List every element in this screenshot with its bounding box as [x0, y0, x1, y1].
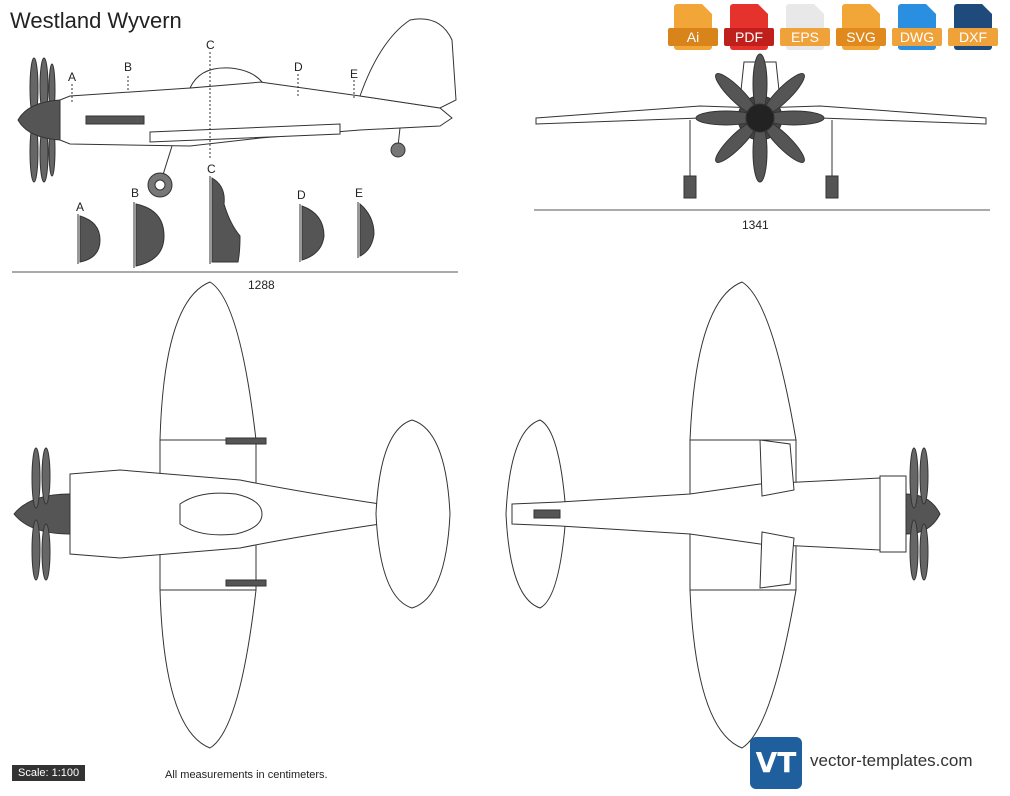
brand-link[interactable]: VT vector-templates.com	[750, 737, 1006, 791]
measurement-note: All measurements in centimeters.	[165, 769, 328, 781]
format-svg-button[interactable]: SVG	[836, 4, 886, 52]
section-label-b: B	[131, 186, 140, 200]
page-title: Westland Wyvern	[10, 8, 182, 33]
side-view	[17, 18, 457, 198]
front-view	[535, 53, 987, 199]
format-dwg-button[interactable]: DWG	[892, 4, 942, 52]
format-badges: Ai PDF EPS SVG DWG DXF	[668, 4, 1006, 54]
section-label-d: D	[297, 188, 306, 202]
side-station-a: A	[68, 70, 77, 84]
side-station-e: E	[350, 67, 359, 81]
top-view	[13, 281, 451, 749]
format-pdf-button[interactable]: PDF	[724, 4, 774, 52]
section-label-a: A	[76, 200, 85, 214]
bottom-propeller	[909, 447, 929, 581]
vt-logo-icon: VT	[750, 737, 802, 789]
brand-site-text: vector-templates.com	[810, 751, 973, 770]
format-dxf-button[interactable]: DXF	[948, 4, 998, 52]
top-propeller	[31, 447, 51, 581]
wingspan-dimension: 1341	[742, 218, 769, 232]
side-length-dimension: 1288	[248, 278, 275, 292]
side-station-b: B	[124, 60, 133, 74]
format-ai-button[interactable]: Ai	[668, 4, 718, 52]
side-station-d: D	[294, 60, 303, 74]
section-cuts	[77, 176, 375, 268]
format-eps-button[interactable]: EPS	[780, 4, 830, 52]
side-station-c: C	[206, 38, 215, 52]
section-label-e: E	[355, 186, 364, 200]
scale-badge: Scale: 1:100	[12, 765, 86, 781]
section-label-c: C	[207, 162, 216, 176]
front-propeller	[695, 53, 825, 183]
bottom-view	[505, 281, 941, 749]
